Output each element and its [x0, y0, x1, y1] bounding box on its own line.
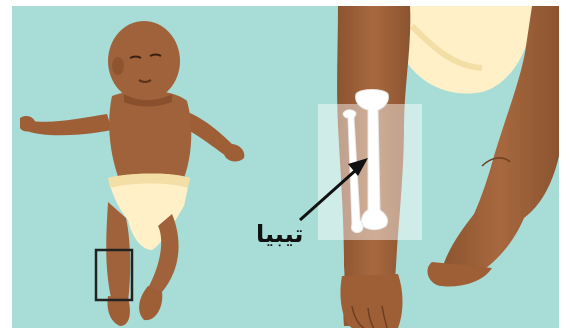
illustration-svg: [12, 6, 559, 328]
tibia-label: تیبیا: [256, 222, 303, 246]
baby-figure: [20, 21, 244, 326]
illustration-frame: تیبیا: [12, 6, 559, 328]
